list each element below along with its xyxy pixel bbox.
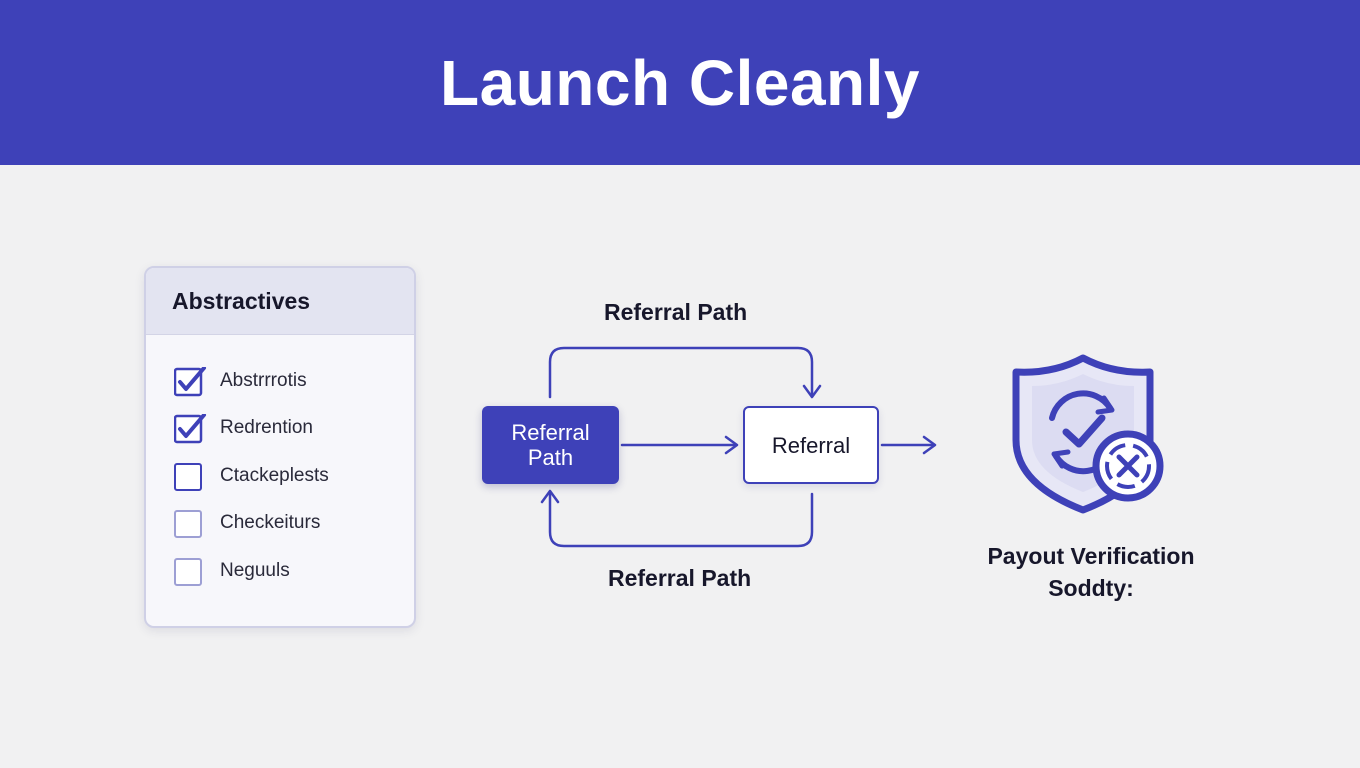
bottom-path-label: Referral Path xyxy=(608,565,752,591)
checklist-item: Redrention xyxy=(174,405,414,453)
bottom-loop-arrowhead xyxy=(540,489,560,504)
top-loop-arrowhead xyxy=(802,384,822,399)
header-banner: Launch Cleanly xyxy=(0,0,1360,165)
checklist-item-label: Neguuls xyxy=(220,559,290,581)
checklist-item-label: Checkeiturs xyxy=(220,512,321,534)
checklist-item: Checkeiturs xyxy=(174,500,414,548)
x-circle-icon xyxy=(1092,430,1164,502)
checklist-item-label: Redrention xyxy=(220,417,313,439)
checkbox-unchecked[interactable] xyxy=(174,557,202,586)
checklist-item: Abstrrrotis xyxy=(174,357,414,405)
source-node: Referral Path xyxy=(482,406,619,484)
output-arrowhead xyxy=(922,435,937,455)
checkbox-unchecked[interactable] xyxy=(174,509,202,539)
shield-caption: Payout Verification Soddty: xyxy=(960,540,1222,604)
middle-arrowhead xyxy=(724,435,739,455)
top-loop-arrow xyxy=(548,346,814,399)
page-title: Launch Cleanly xyxy=(440,46,920,119)
checklist-item: Ctackeplests xyxy=(174,452,414,500)
checklist-items: Abstrrrotis Redrention Ctackeplests Chec… xyxy=(146,335,414,595)
checkbox-unchecked[interactable] xyxy=(174,462,202,491)
checklist-card: Abstractives Abstrrrotis Redrention Ctac… xyxy=(144,266,416,628)
target-node-label: Referral xyxy=(771,432,851,458)
shield-caption-line1: Payout Verification xyxy=(987,543,1195,569)
checklist-item-label: Abstrrrotis xyxy=(220,369,307,391)
shield-caption-line2: Soddty: xyxy=(1048,575,1134,601)
checklist-item: Neguuls xyxy=(174,547,414,595)
target-node: Referral xyxy=(743,406,879,484)
checkbox-checked[interactable] xyxy=(174,414,206,444)
checklist-item-label: Ctackeplests xyxy=(220,464,329,486)
checkbox-checked[interactable] xyxy=(174,366,206,396)
top-path-label: Referral Path xyxy=(604,299,748,325)
bottom-loop-arrow xyxy=(548,490,814,548)
source-node-label: Referral Path xyxy=(511,420,590,470)
checklist-title: Abstractives xyxy=(146,268,414,335)
